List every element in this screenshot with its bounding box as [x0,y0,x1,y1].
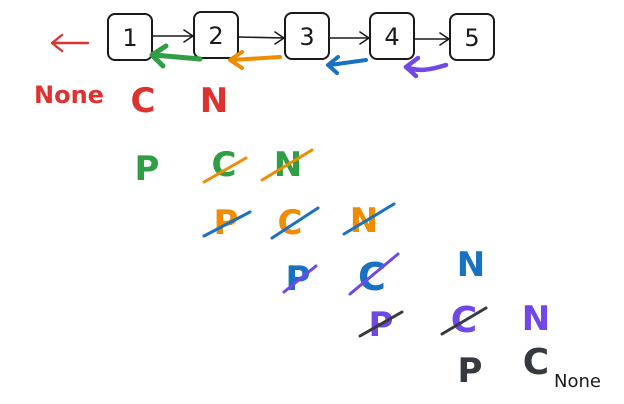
step-4: P C N [358,299,550,345]
node-1-label: 1 [122,24,137,52]
node-5: 5 [449,13,495,61]
step-3-next: N [457,245,485,285]
step-5-current: C [523,342,549,383]
node-4-box [369,12,415,60]
reverse-arrow-none [50,33,90,53]
reversed-links [50,33,449,79]
step-3-current-strike [348,252,400,296]
node-1-box [107,13,153,61]
none-label-right: None [554,371,601,392]
node-2-box [193,11,239,59]
linked-list: 1 2 3 4 5 [107,11,495,61]
node-2: 2 [193,11,239,59]
node-5-label: 5 [464,24,479,52]
step-4-current-strike [440,306,488,336]
forward-links [151,29,450,46]
node-1: 1 [107,13,153,61]
node-5-box [449,13,495,61]
step-0: C N [131,81,229,121]
forward-arrow-3-4 [328,31,370,45]
step-5-prev: P [458,351,483,391]
step-5: P C [458,342,550,391]
step-0-current: C [131,81,156,121]
node-3-box [284,12,330,60]
reverse-arrow-5-4 [403,55,449,79]
forward-arrow-4-5 [413,32,450,46]
forward-arrow-2-3 [237,31,285,45]
step-2-current: C [278,203,303,243]
node-2-label: 2 [208,22,223,50]
step-2-current-strike [270,206,320,240]
forward-arrow-1-2 [151,29,194,43]
step-1-next-strike [260,148,314,182]
step-1-prev: P [135,149,160,189]
step-4-next: N [522,299,550,339]
step-4-prev-strike [358,310,404,338]
step-2: P C N [202,201,396,243]
node-3-label: 3 [299,23,314,51]
none-label-left: None [34,81,104,109]
step-3-prev-strike [282,264,318,294]
reverse-arrow-3-2 [228,50,282,70]
reverse-arrow-4-3 [326,55,368,75]
node-4-label: 4 [384,23,399,51]
step-2-next-strike [342,202,396,236]
node-4: 4 [369,12,415,60]
step-3: P C N [282,245,485,299]
step-1-current-strike [202,156,248,184]
step-0-next: N [200,81,228,121]
step-2-prev-strike [202,210,252,238]
step-1: P C N [135,145,314,189]
reverse-arrow-2-1 [149,43,203,69]
node-3: 3 [284,12,330,60]
